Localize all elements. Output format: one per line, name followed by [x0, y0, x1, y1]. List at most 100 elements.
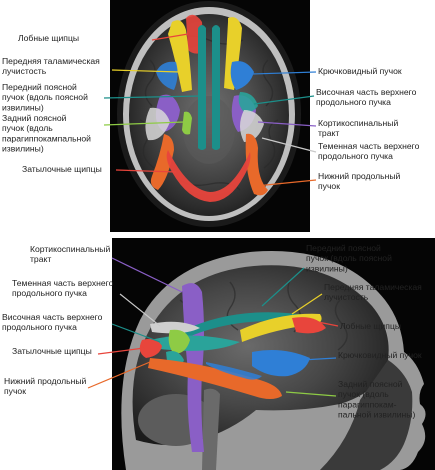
sagittal-view — [112, 238, 435, 470]
sagittal-brainstem — [202, 388, 220, 470]
leader-line-frontal-forceps — [317, 321, 339, 327]
axial-view — [110, 0, 310, 232]
label-line: продольного пучка — [12, 288, 87, 298]
label-occipital-forceps: Затылочные щипцы — [12, 346, 92, 356]
tract-uncinate-sagittal — [252, 350, 310, 377]
leader-line-ilf — [87, 361, 151, 389]
tract-ilf-left — [150, 134, 174, 190]
label-line: Передняя таламическая — [2, 56, 100, 66]
label-line: извилины) — [2, 102, 44, 112]
leader-line-corticospinal — [111, 257, 183, 293]
label-line: Передняя таламическая — [324, 282, 422, 292]
leader-line-slf-temporal — [111, 323, 161, 343]
label-line: Нижний продольный — [4, 376, 87, 386]
label-line: тракт — [30, 254, 51, 264]
leader-line-anterior-thalamic-radiation — [291, 293, 323, 315]
sagittal-tracts — [139, 283, 326, 452]
label-line: пучок (вдоль поясной — [2, 92, 88, 102]
label-line: извилины) — [2, 144, 44, 154]
leader-line-occipital-forceps — [97, 347, 145, 355]
label-line: Затылочные щипцы — [12, 346, 92, 356]
label-line: Крючковидный пучок — [318, 66, 402, 76]
leader-line-cingulum-cingulate — [261, 267, 305, 307]
label-line: Височная часть верхнего — [316, 87, 417, 97]
label-line: Лобные щипцы — [18, 33, 79, 43]
label-line: Кортикоспинальный — [318, 118, 398, 128]
label-line: парагиппокампальной — [2, 133, 91, 143]
leader-line-slf-parietal — [119, 293, 161, 327]
tract-slf-parietal-left — [145, 107, 170, 141]
label-line: извилины) — [306, 263, 348, 273]
label-line: лучистость — [324, 292, 369, 302]
tract-slf-parietal-sagittal — [150, 321, 200, 334]
tract-occipital-forceps-sagittal — [139, 338, 162, 358]
label-line: Задний поясной — [338, 379, 403, 389]
leader-line-ilf — [255, 179, 317, 187]
leader-line-frontal-forceps — [151, 33, 189, 41]
axial-cerebellum — [183, 96, 235, 164]
label-line: продольного пучка — [316, 97, 391, 107]
label-line: пучок (вдоль — [338, 389, 389, 399]
label-line: Передний поясной — [306, 243, 381, 253]
leader-line-slf-parietal — [261, 137, 317, 153]
leader-line-corticospinal — [257, 121, 317, 127]
leader-line-uncinate — [301, 357, 337, 361]
label-line: пучок (вдоль — [2, 123, 53, 133]
label-uncinate: Крючковидный пучок — [318, 66, 402, 76]
tract-frontal-forceps-sagittal — [292, 317, 326, 334]
tract-cingulum-right — [212, 25, 220, 150]
label-line: пучок (вдоль поясной — [306, 253, 392, 263]
leader-lines — [87, 33, 339, 397]
label-frontal-forceps: Лобные щипцы — [340, 321, 401, 331]
label-line: пучок — [4, 386, 26, 396]
label-line: продольного пучка — [2, 322, 77, 332]
label-line: Затылочные щипцы — [22, 164, 102, 174]
leader-line-cingulum-hippocampal — [285, 391, 337, 397]
tract-slf-temporal — [238, 92, 258, 113]
leader-line-occipital-forceps — [115, 169, 177, 173]
leader-line-cingulum-cingulate — [103, 95, 201, 99]
tract-ilf-right — [245, 133, 268, 196]
label-line: продольного пучка — [318, 151, 393, 161]
label-line: лучистость — [2, 66, 47, 76]
label-line: Теменная часть верхнего — [318, 141, 420, 151]
label-line: пальной извилины) — [338, 410, 415, 420]
tract-cingulum-left — [198, 25, 206, 150]
label-uncinate: Крючковидный пучок — [338, 350, 422, 360]
label-line: Лобные щипцы — [340, 321, 401, 331]
tract-ilf-sagittal — [148, 358, 282, 399]
label-line: парагиппокам- — [338, 399, 397, 409]
label-line: пучок — [318, 181, 340, 191]
leader-line-cingulum-hippocampal — [103, 121, 185, 126]
leader-line-anterior-thalamic-radiation — [111, 69, 181, 73]
leader-line-uncinate — [251, 71, 317, 75]
tract-occipital-forceps — [166, 150, 251, 202]
tract-cingulum-hippocampal-sagittal — [168, 329, 190, 354]
tract-anterior-thalamic-right — [224, 17, 242, 90]
label-occipital-forceps: Затылочные щипцы — [22, 164, 102, 174]
label-line: Теменная часть верхнего — [12, 278, 114, 288]
label-line: Височная часть верхнего — [2, 312, 103, 322]
sagittal-face — [320, 360, 413, 470]
label-line: тракт — [318, 128, 339, 138]
tract-uncinate — [230, 61, 254, 90]
tract-ilf-blue-sagittal — [206, 362, 262, 380]
tract-anterior-thalamic-left — [168, 20, 192, 93]
label-line: Передний поясной — [2, 82, 77, 92]
leader-line-slf-temporal — [253, 95, 315, 105]
